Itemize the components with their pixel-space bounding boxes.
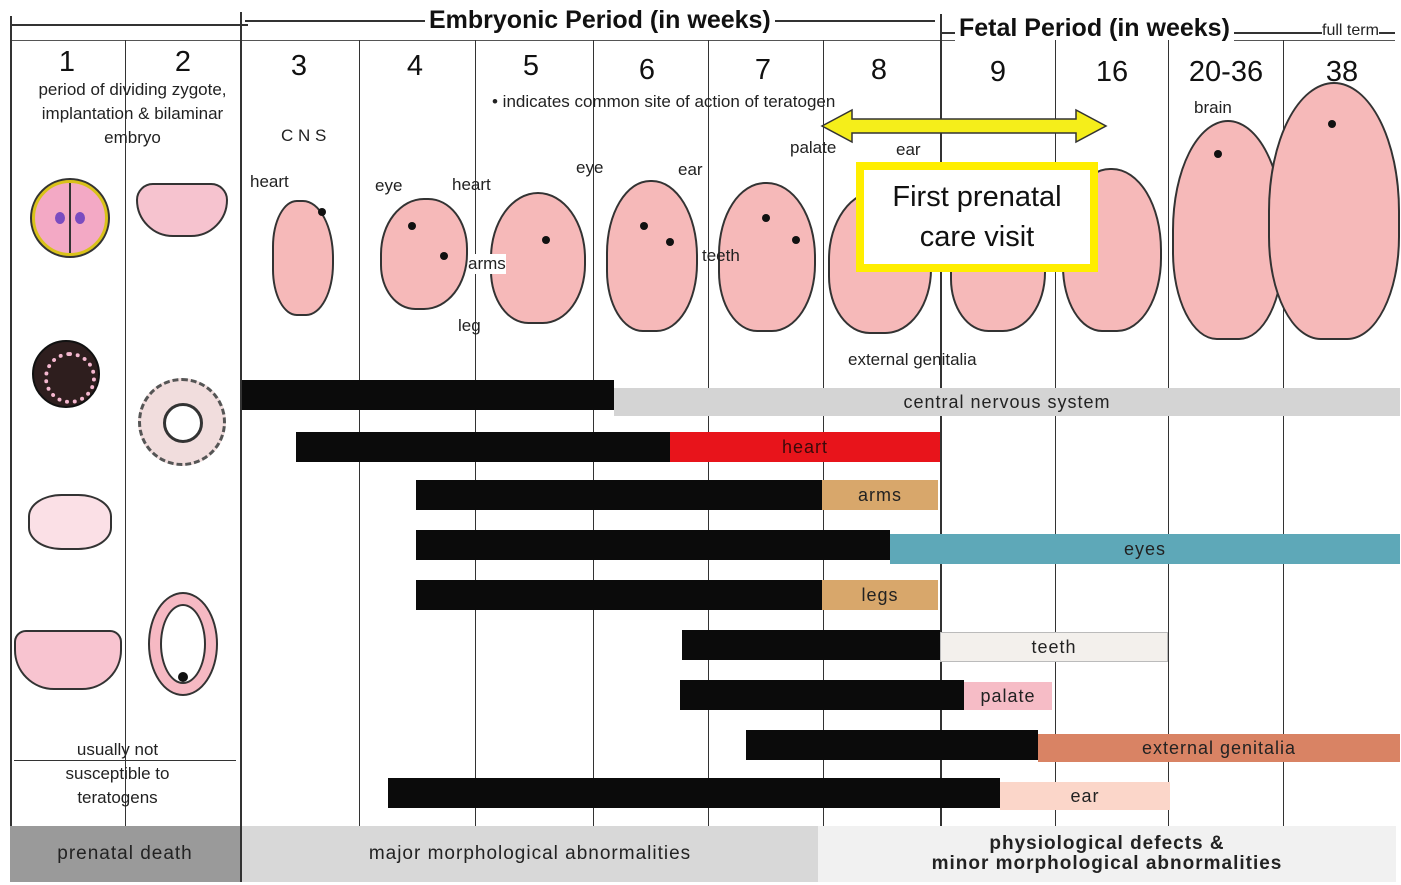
first-prenatal-visit-callout: First prenatal care visit <box>856 162 1098 272</box>
heart-label: heart <box>452 175 491 195</box>
footer-prenatal-death-label: prenatal death <box>57 843 193 865</box>
eyes-black-bar <box>416 530 890 560</box>
palate-black-bar <box>680 680 964 710</box>
ear-black-bar <box>388 778 1000 808</box>
cns-black-bar <box>242 380 614 410</box>
teratogen-dot <box>666 238 674 246</box>
oval-embryo-illustration <box>148 592 218 696</box>
eyes-bar-label: eyes <box>1124 539 1166 560</box>
teratogen-dot <box>542 236 550 244</box>
teeth-bar-label: teeth <box>1031 637 1076 658</box>
week-label: 4 <box>375 50 455 83</box>
external-genitalia-bar: external genitalia <box>1038 734 1400 762</box>
external-genitalia-bar-label: external genitalia <box>1142 738 1296 759</box>
teeth-bar: teeth <box>940 632 1168 662</box>
heart-bar: heart <box>670 432 940 462</box>
teratogen-dot <box>408 222 416 230</box>
full-term-label: full term <box>1322 22 1379 40</box>
grid-line <box>1055 40 1056 828</box>
bilaminar-illustration <box>14 630 122 690</box>
callout-text: First prenatal care visit <box>870 177 1084 257</box>
arms-black-bar <box>416 480 822 510</box>
period-description: period of dividing zygote, implantation … <box>30 78 235 150</box>
footer-minor-abnormalities: physiological defects & minor morphologi… <box>818 826 1396 882</box>
grid-line <box>1168 40 1169 828</box>
brain-label: brain <box>1194 98 1232 118</box>
embryo-week4 <box>380 198 468 310</box>
teratogen-dot <box>792 236 800 244</box>
embryo-week6 <box>606 180 698 332</box>
heart-bar-label: heart <box>782 437 828 458</box>
palate-bar-label: palate <box>980 686 1035 707</box>
footer-major-abnormalities: major morphological abnormalities <box>242 826 818 882</box>
teeth-black-bar <box>682 630 940 660</box>
arms-label: arms <box>468 254 506 274</box>
palate-bar: palate <box>964 682 1052 710</box>
teratogen-dot <box>640 222 648 230</box>
prenatal-visit-arrow <box>818 106 1110 146</box>
cns-bar-label: central nervous system <box>903 392 1110 413</box>
week-label: 16 <box>1072 56 1152 89</box>
embryonic-period-title: Embryonic Period (in weeks) <box>425 6 775 35</box>
ear-bar: ear <box>1000 782 1170 810</box>
embryo-week3 <box>272 200 334 316</box>
teratogen-note: • indicates common site of action of ter… <box>492 92 835 112</box>
eye-label: eye <box>576 158 603 178</box>
blastocyst-illustration <box>136 183 228 237</box>
teratogen-dot <box>1214 150 1222 158</box>
legs-bar: legs <box>822 580 938 610</box>
teratogen-dot <box>762 214 770 222</box>
week-label: 7 <box>723 54 803 87</box>
week-label: 6 <box>607 54 687 87</box>
legs-bar-label: legs <box>861 585 898 606</box>
leg-label: leg <box>458 316 481 336</box>
arms-bar-label: arms <box>858 485 902 506</box>
grid-line <box>240 12 242 882</box>
heart-black-bar <box>296 432 670 462</box>
week-label: 3 <box>259 50 339 83</box>
cns-bar: central nervous system <box>614 388 1400 416</box>
footer-minor-line2: minor morphological abnormalities <box>932 854 1283 874</box>
cns-label: C N S <box>281 126 326 146</box>
external-genitalia-label: external genitalia <box>848 350 977 370</box>
heart-label: heart <box>250 172 289 192</box>
not-susceptible-note: usually not susceptible to teratogens <box>50 738 185 810</box>
arms-bar: arms <box>822 480 938 510</box>
week-label: 8 <box>839 54 919 87</box>
teeth-label: teeth <box>702 246 740 266</box>
ear-label: ear <box>678 160 703 180</box>
grid-line <box>125 40 126 828</box>
teratogen-dot <box>440 252 448 260</box>
implanted-embryo-illustration <box>138 378 226 466</box>
external-genitalia-black-bar <box>746 730 1038 760</box>
footer-major-abnormalities-label: major morphological abnormalities <box>369 843 691 865</box>
week-label: 1 <box>27 46 107 79</box>
fetal-period-title: Fetal Period (in weeks) <box>955 14 1234 43</box>
footer-minor-line1: physiological defects & <box>989 834 1224 854</box>
footer-prenatal-death: prenatal death <box>10 826 240 882</box>
eye-label: eye <box>375 176 402 196</box>
not-susceptible-arrow <box>14 760 236 761</box>
eyes-bar: eyes <box>890 534 1400 564</box>
teratogen-dot <box>1328 120 1336 128</box>
week-label: 20-36 <box>1171 56 1281 89</box>
grid-line <box>10 16 12 882</box>
ear-bar-label: ear <box>1070 786 1099 807</box>
teratogen-dot <box>318 208 326 216</box>
header-rule <box>10 24 248 26</box>
week-label: 9 <box>958 56 1038 89</box>
week-label: 2 <box>143 46 223 79</box>
zygote-illustration <box>32 180 108 256</box>
week-label: 5 <box>491 50 571 83</box>
legs-black-bar <box>416 580 822 610</box>
morula-illustration <box>32 340 100 408</box>
implantation-illustration <box>28 494 112 550</box>
